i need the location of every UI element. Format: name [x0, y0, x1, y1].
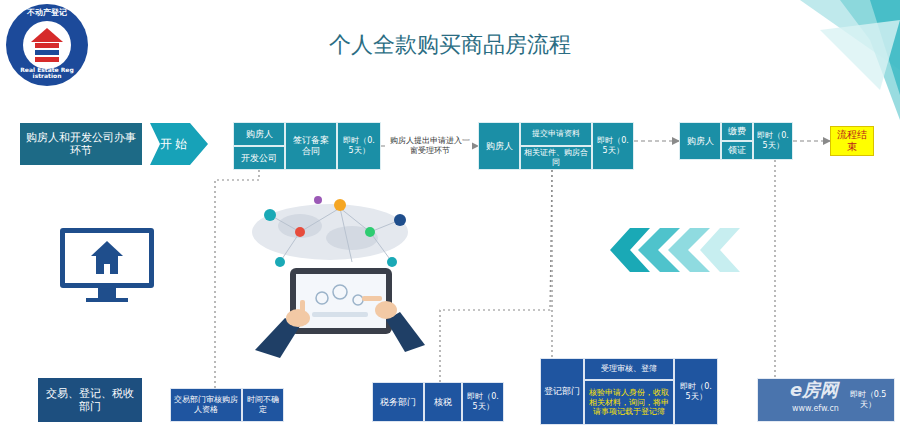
dashed-connector: [793, 140, 830, 141]
node-text: 时间不确定: [246, 395, 280, 414]
node-text: 开 始: [160, 137, 188, 151]
time-cell: 即时（0.5天）: [592, 122, 634, 170]
logo-badge: 不动产登记 Real Estate Registration: [6, 4, 88, 86]
node-text: 即时（0.5天）: [341, 136, 377, 155]
node-text: 提交申请资料: [532, 129, 580, 139]
dashed-connector: [215, 170, 259, 388]
monitor-icon: [60, 228, 154, 302]
dashed-connector: [634, 140, 679, 141]
step-cell: 签订备案合同: [285, 122, 337, 170]
dashed-connector: [774, 160, 775, 378]
start-arrow: 开 始: [150, 123, 208, 165]
party-cell: 购房人: [233, 122, 285, 146]
time-cell: 即时（0.5天）: [462, 382, 504, 422]
node-text: 即时（0.5天）: [596, 136, 630, 155]
step-cell: 交易部门审核购房人资格: [170, 388, 242, 422]
watermark: e房网: [790, 380, 838, 400]
party-cell: 购房人: [679, 122, 721, 160]
node-text: 税务部门: [380, 397, 416, 408]
node-text: 购房人: [687, 136, 714, 147]
party-cell: 购房人: [478, 122, 520, 170]
step-cell: 领证: [721, 141, 753, 160]
node-text: 开发公司: [241, 153, 277, 164]
step-cell: 提交申请资料: [520, 122, 592, 146]
dashed-connector: [551, 170, 552, 358]
node-text: 交易、登记、税收部门: [41, 387, 139, 413]
detail-cell: 核验申请人身份，收取相关材料，询问，将申请事项记载于登记簿: [584, 380, 674, 425]
node-text: 即时（0.5天）: [466, 392, 500, 411]
node-text: 购房人和开发公司办事环节: [23, 131, 139, 157]
node-text: 即时（0.5天）: [678, 382, 714, 401]
node-text: 购房人: [246, 129, 273, 140]
step-cell: 缴费: [721, 122, 753, 141]
time-cell: 即时（0.5天）: [674, 358, 718, 425]
section-box: 购房人和开发公司办事环节: [20, 123, 142, 165]
section-box: 交易、登记、税收部门: [38, 378, 142, 422]
watermark: www.efw.cn: [792, 405, 839, 414]
chevron-decor: [610, 228, 740, 272]
end-box: 流程结束: [830, 126, 874, 156]
node-text: Real Estate Registration: [20, 67, 74, 80]
step-cell: 受理审核、登簿: [584, 358, 674, 380]
party-cell: 开发公司: [233, 146, 285, 170]
step-cell: 核税: [424, 382, 462, 422]
node-text: 核税: [434, 397, 452, 408]
dashed-connector: [440, 170, 552, 382]
diagram-title: 个人全款购买商品房流程: [0, 30, 900, 60]
node-text: 即时（0.5天）: [848, 390, 888, 409]
node-text: 登记部门: [544, 386, 580, 397]
node-text: 即时（0.5天）: [757, 131, 789, 150]
node-text: 交易部门审核购房人资格: [174, 395, 238, 414]
node-text: 流程结束: [834, 129, 870, 153]
node-text: 购房人: [486, 141, 513, 152]
node-text: 受理审核、登簿: [601, 364, 657, 374]
node-text: 缴费: [728, 126, 746, 137]
node-text: 相关证件、购房合同: [524, 148, 588, 167]
time-cell: 时间不确定: [242, 388, 284, 422]
dept-cell: 税务部门: [372, 382, 424, 422]
time-cell: 即时（0.5天）: [337, 122, 381, 170]
time-cell: 即时（0.5天）: [753, 122, 793, 160]
dept-cell: 登记部门: [540, 358, 584, 425]
node-text: 不动产登记: [27, 9, 67, 18]
step-cell: 相关证件、购房合同: [520, 146, 592, 170]
edge-label: 购房人提出申请进入一窗受理环节: [388, 135, 472, 157]
node-text: 签订备案合同: [289, 135, 333, 157]
node-text: 核验申请人身份，收取相关材料，询问，将申请事项记载于登记簿: [588, 388, 670, 417]
tablet-illustration: [252, 196, 425, 358]
corner-decor: [800, 0, 900, 120]
node-text: 领证: [728, 145, 746, 156]
